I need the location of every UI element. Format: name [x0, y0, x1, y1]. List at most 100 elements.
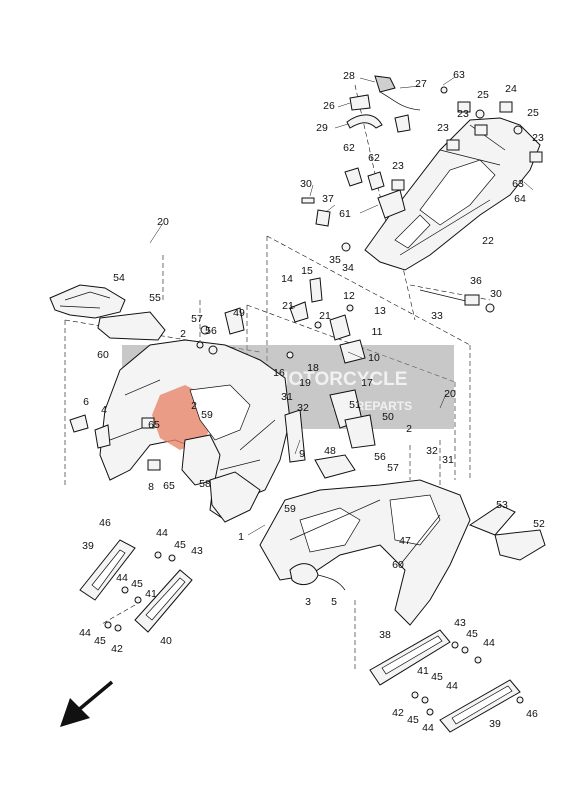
- callout-60: 60: [97, 349, 109, 361]
- callout-59: 59: [201, 409, 213, 421]
- callout-30: 30: [490, 288, 502, 300]
- callout-30: 30: [300, 178, 312, 190]
- callout-63: 63: [453, 69, 465, 81]
- callout-40: 40: [160, 635, 172, 647]
- cover-55: [97, 311, 166, 341]
- callout-50: 50: [382, 411, 394, 423]
- callout-12: 12: [343, 290, 355, 302]
- callout-39: 39: [82, 540, 94, 552]
- center-brackets-10-11-12-13-14-15: [286, 277, 366, 364]
- cover-48: [314, 454, 356, 479]
- callout-62: 62: [368, 152, 380, 164]
- callout-57: 57: [191, 313, 203, 325]
- callout-28: 28: [343, 70, 355, 82]
- plates-62: [344, 167, 385, 191]
- callout-8: 8: [148, 481, 154, 493]
- callout-44: 44: [156, 527, 168, 539]
- rubber-dampers-23-24-25: [391, 86, 543, 191]
- callout-65: 65: [148, 419, 160, 431]
- footrest-plate-40-left: [134, 569, 193, 633]
- callout-44: 44: [79, 627, 91, 639]
- callout-33: 33: [431, 310, 443, 322]
- callout-23: 23: [437, 122, 449, 134]
- callout-17: 17: [361, 377, 373, 389]
- callout-9: 9: [299, 448, 305, 460]
- callout-14: 14: [281, 273, 293, 285]
- callout-51: 51: [349, 399, 361, 411]
- callout-38: 38: [379, 629, 391, 641]
- callout-26: 26: [323, 100, 335, 112]
- callout-43: 43: [454, 617, 466, 629]
- guard-52: [494, 529, 546, 561]
- callout-59: 59: [284, 503, 296, 515]
- assembly-guide-lines: [64, 84, 491, 670]
- callout-23: 23: [532, 132, 544, 144]
- callout-55: 55: [149, 292, 161, 304]
- footrest-plate-39-left: [79, 539, 136, 601]
- front-direction-arrow-icon: [60, 680, 114, 727]
- small-parts-49-56-57: [196, 307, 245, 355]
- callout-27: 27: [415, 78, 427, 90]
- callout-22: 22: [482, 235, 494, 247]
- callout-6: 6: [83, 396, 89, 408]
- callout-44: 44: [483, 637, 495, 649]
- callout-45: 45: [466, 628, 478, 640]
- callout-42: 42: [392, 707, 404, 719]
- callout-65: 65: [163, 480, 175, 492]
- callout-57: 57: [387, 462, 399, 474]
- callout-29: 29: [316, 122, 328, 134]
- footrest-plate-38-right: [369, 629, 451, 686]
- callout-45: 45: [407, 714, 419, 726]
- callout-10: 10: [368, 352, 380, 364]
- callout-11: 11: [372, 326, 383, 338]
- callout-18: 18: [307, 362, 319, 374]
- callout-63: 63: [512, 178, 524, 190]
- callout-47: 47: [399, 535, 411, 547]
- bracket-61: [377, 189, 406, 219]
- callout-13: 13: [374, 305, 386, 317]
- rear-frame-22: [364, 117, 541, 271]
- bolts-left: [104, 551, 176, 632]
- callout-44: 44: [446, 680, 458, 692]
- callout-numbers: 28 27 63 26 24 25 25 29 23 23 23 62 62 2…: [79, 69, 545, 734]
- leader-lines: [149, 76, 534, 536]
- bolts-30-37-34-35: [301, 197, 495, 313]
- callout-34: 34: [342, 262, 354, 274]
- callout-41: 41: [417, 665, 429, 677]
- cover-54: [49, 284, 126, 319]
- callout-20: 20: [157, 216, 169, 228]
- callout-37: 37: [322, 193, 334, 205]
- callout-49: 49: [233, 307, 245, 319]
- callout-46: 46: [99, 517, 111, 529]
- callout-21: 21: [282, 300, 294, 312]
- callout-56: 56: [205, 325, 217, 337]
- callout-31: 31: [281, 391, 293, 403]
- watermark-line1: MOTORCYCLE: [273, 369, 408, 390]
- callout-45: 45: [431, 671, 443, 683]
- callout-54: 54: [113, 272, 125, 284]
- callout-52: 52: [533, 518, 545, 530]
- side-frame: [259, 479, 471, 626]
- callout-23: 23: [457, 108, 469, 120]
- callout-24: 24: [505, 83, 517, 95]
- callout-62: 62: [343, 142, 355, 154]
- callout-46: 46: [526, 708, 538, 720]
- callout-1: 1: [238, 531, 244, 543]
- callout-60: 60: [392, 559, 404, 571]
- callout-2: 2: [406, 423, 412, 435]
- callout-36: 36: [470, 275, 482, 287]
- callout-3: 3: [305, 596, 311, 608]
- callout-45: 45: [131, 578, 143, 590]
- callout-43: 43: [191, 545, 203, 557]
- bracket-3-5: [289, 563, 346, 591]
- callout-15: 15: [301, 265, 313, 277]
- callout-44: 44: [422, 722, 434, 734]
- callout-32: 32: [426, 445, 438, 457]
- callout-39: 39: [489, 718, 501, 730]
- callout-25: 25: [527, 107, 539, 119]
- callout-31: 31: [442, 454, 454, 466]
- callout-19: 19: [299, 377, 311, 389]
- callout-21: 21: [319, 310, 331, 322]
- callout-20: 20: [444, 388, 456, 400]
